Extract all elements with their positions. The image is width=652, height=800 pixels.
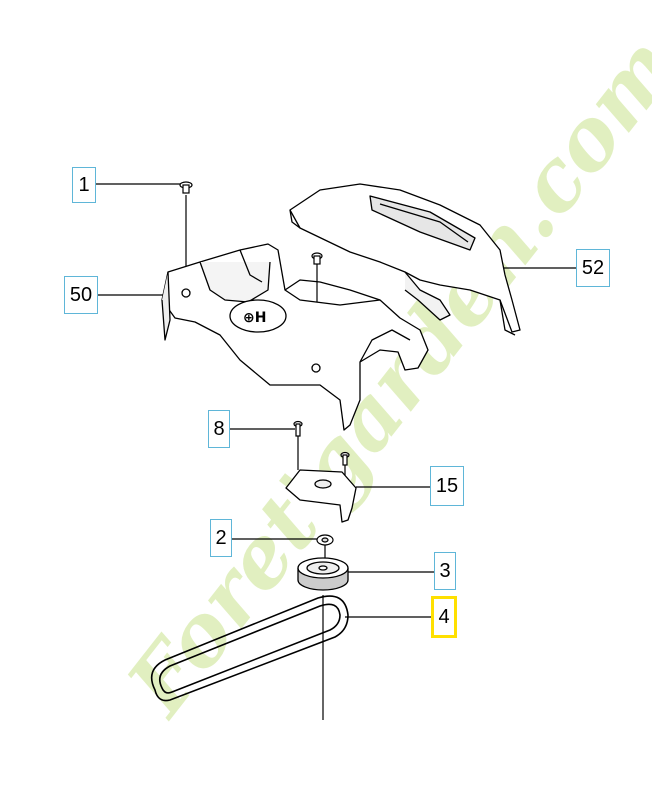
watermark-graphic: Foret'garden.com: [107, 18, 652, 734]
screw-center-part: [311, 252, 323, 265]
bracket-part: [285, 469, 357, 523]
callout-2[interactable]: 2: [210, 519, 232, 557]
belt-part: [150, 595, 349, 702]
logo-emblem: ⊕H: [243, 310, 266, 326]
front-cover-part: ⊕H: [161, 243, 429, 431]
nut-part: [316, 534, 334, 546]
screw-15-part: [340, 451, 350, 466]
callout-8[interactable]: 8: [208, 410, 230, 448]
callout-52[interactable]: 52: [576, 249, 610, 287]
callout-1[interactable]: 1: [72, 167, 96, 203]
callout-4-highlighted[interactable]: 4: [431, 596, 457, 638]
callout-15[interactable]: 15: [430, 466, 464, 506]
callout-50[interactable]: 50: [64, 276, 98, 314]
pulley-part: [297, 557, 349, 591]
callout-3[interactable]: 3: [434, 552, 456, 590]
screw-1-part: [179, 181, 193, 194]
top-cover-part: [289, 183, 521, 336]
screw-8-part: [293, 420, 303, 437]
watermark-text: Foret'garden.com: [107, 18, 652, 734]
